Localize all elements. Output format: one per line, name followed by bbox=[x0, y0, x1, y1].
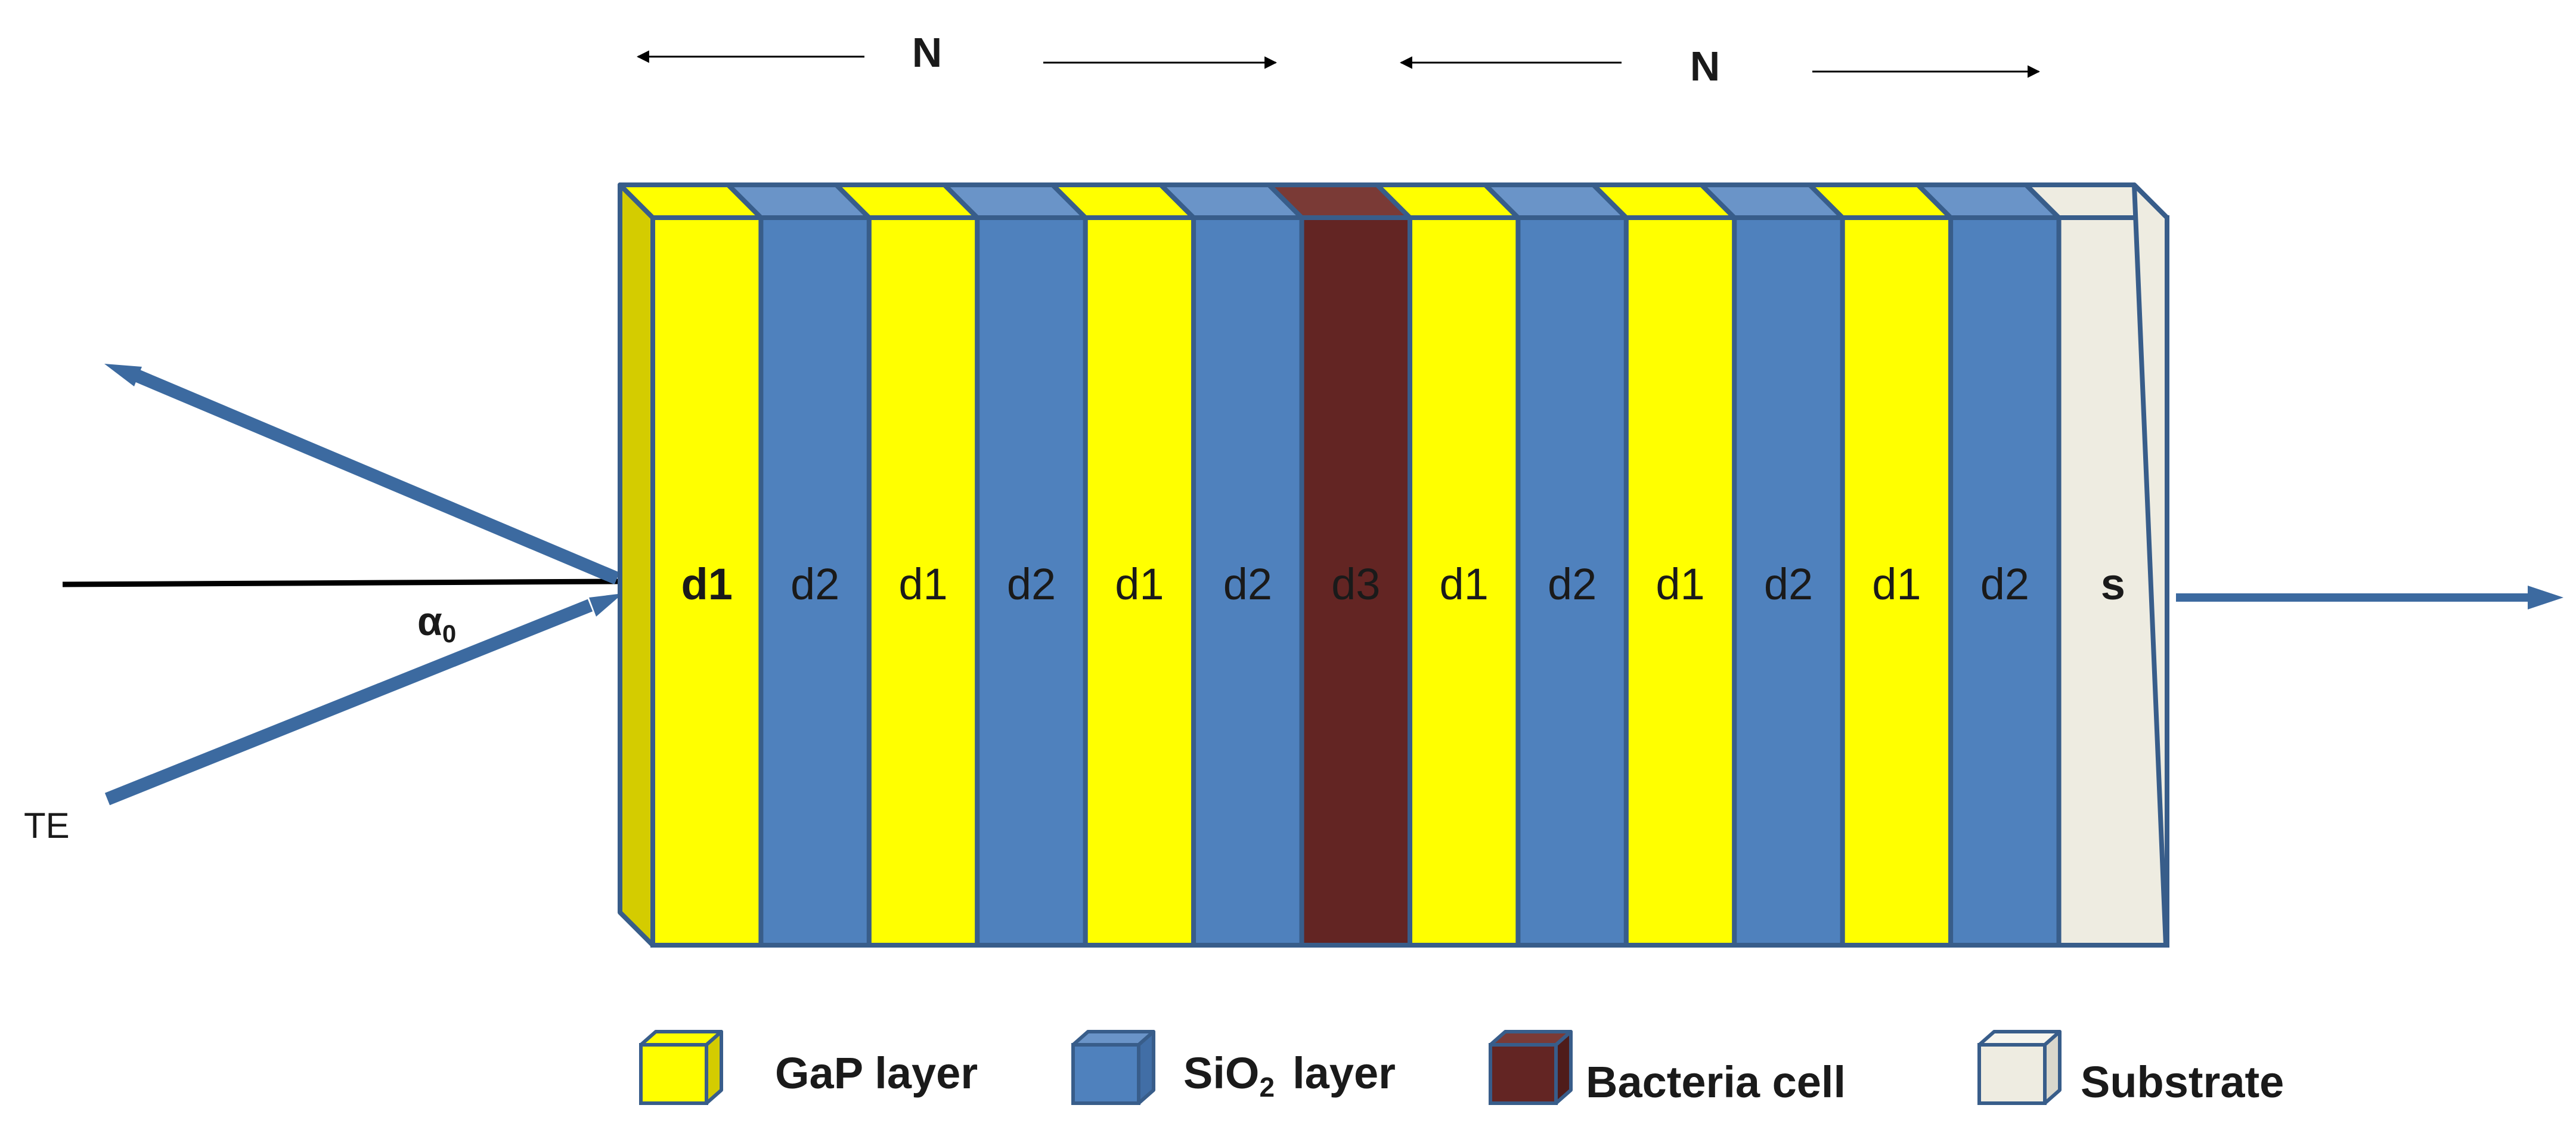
period-indicator-left: N bbox=[636, 29, 1278, 76]
bacteria-cube-icon bbox=[1489, 1030, 1573, 1105]
layer-label: d3 bbox=[1331, 559, 1380, 609]
layer-label: d2 bbox=[1007, 559, 1056, 609]
polarization-label: TE bbox=[24, 806, 70, 846]
layer-label: d1 bbox=[1115, 559, 1164, 609]
transmitted-ray-head bbox=[2528, 586, 2563, 609]
period-right-label: N bbox=[1690, 43, 1721, 89]
light-rays: α0 TE bbox=[24, 364, 2563, 846]
layer-label: d2 bbox=[1548, 559, 1597, 609]
gap-cube-icon bbox=[639, 1030, 723, 1105]
layer-label: d2 bbox=[1764, 559, 1813, 609]
sio2-cube-icon bbox=[1071, 1030, 1155, 1105]
legend-bacteria-label: Bacteria cell bbox=[1586, 1057, 1846, 1107]
layer-label: d1 bbox=[898, 559, 947, 609]
incident-ray bbox=[104, 599, 593, 806]
incident-ray-head bbox=[589, 593, 623, 617]
layer-stack: d1 d2 d1 d2 d1 d2 d3 d1 d2 d1 d2 d1 d2 s bbox=[618, 182, 2170, 948]
layer-label: d1 bbox=[1440, 559, 1489, 609]
reflected-ray-head bbox=[104, 364, 142, 386]
layer-label: d2 bbox=[1223, 559, 1272, 609]
legend-gap-label: GaP layer bbox=[775, 1048, 978, 1098]
layer-label: s bbox=[2101, 559, 2125, 609]
stack-right-edge bbox=[2132, 182, 2169, 948]
incident-angle-label: α0 bbox=[417, 599, 456, 648]
layer-gap bbox=[1623, 215, 1737, 948]
normal-line bbox=[62, 578, 621, 587]
layer-gap bbox=[1840, 215, 1954, 948]
reflected-ray bbox=[134, 369, 620, 585]
stack-left-face bbox=[618, 182, 655, 948]
legend-item-bacteria: Bacteria cell bbox=[1489, 1030, 1846, 1107]
layer-gap bbox=[866, 215, 980, 948]
layer-sio2 bbox=[975, 215, 1088, 948]
layer-sio2 bbox=[1191, 215, 1304, 948]
layer-label: d1 bbox=[1656, 559, 1704, 609]
period-indicator-right: N bbox=[1399, 43, 2041, 89]
legend-item-gap: GaP layer bbox=[639, 1030, 978, 1105]
layer-label: d1 bbox=[1872, 559, 1921, 609]
substrate-cube-icon bbox=[1977, 1030, 2062, 1105]
layer-label: d1 bbox=[681, 559, 733, 609]
layer-bacteria bbox=[1299, 215, 1413, 948]
period-left-label: N bbox=[912, 29, 943, 76]
layer-sio2 bbox=[1515, 215, 1629, 948]
legend-item-substrate: Substrate bbox=[1977, 1030, 2284, 1107]
layer-label: d2 bbox=[791, 559, 839, 609]
layer-gap bbox=[650, 215, 764, 948]
layer-label: d2 bbox=[1980, 559, 2029, 609]
legend-substrate-label: Substrate bbox=[2081, 1057, 2284, 1107]
